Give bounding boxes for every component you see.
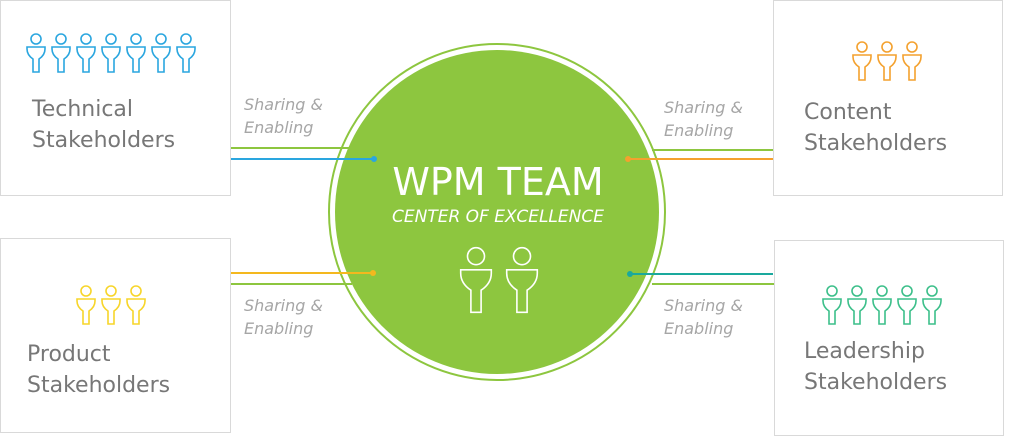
person-icon (902, 41, 922, 81)
person-icon (101, 33, 121, 73)
person-icon (822, 285, 842, 325)
person-icon (897, 285, 917, 325)
person-icon (51, 33, 71, 73)
share-label-technical: Sharing & Enabling (244, 93, 323, 139)
product-title-line2: Stakeholders (27, 373, 171, 398)
content-people-icons (852, 41, 922, 81)
share-line1: Sharing & (244, 95, 323, 114)
person-icon (151, 33, 171, 73)
share-line1: Sharing & (244, 296, 323, 315)
center-title: WPM TEAM (392, 160, 604, 204)
share-label-product: Sharing & Enabling (244, 294, 323, 340)
person-icon (872, 285, 892, 325)
leadership-people-icons (822, 285, 942, 325)
product-title-line1: Product (27, 342, 111, 367)
leadership-title-line1: Leadership (804, 339, 925, 364)
share-line1: Sharing & (664, 98, 743, 117)
share-line2: Enabling (664, 319, 734, 338)
person-icon (126, 285, 146, 325)
content-title-line2: Stakeholders (804, 131, 948, 156)
person-icon (76, 285, 96, 325)
person-icon (26, 33, 46, 73)
person-icon (877, 41, 897, 81)
center-team-icons (459, 246, 539, 314)
person-icon (922, 285, 942, 325)
share-label-content: Sharing & Enabling (664, 96, 743, 142)
share-line2: Enabling (664, 121, 734, 140)
content-title-line1: Content (804, 100, 892, 125)
center-circle-ring (328, 43, 666, 381)
technical-title-line2: Stakeholders (32, 128, 176, 153)
center-subtitle: CENTER OF EXCELLENCE (392, 207, 604, 227)
person-icon (505, 246, 539, 314)
person-icon (176, 33, 196, 73)
center-circle (335, 50, 659, 374)
person-icon (847, 285, 867, 325)
share-line2: Enabling (244, 118, 314, 137)
share-line2: Enabling (244, 319, 314, 338)
person-icon (459, 246, 493, 314)
technical-title-line1: Technical (32, 97, 134, 122)
person-icon (852, 41, 872, 81)
share-label-leadership: Sharing & Enabling (664, 294, 743, 340)
share-line1: Sharing & (664, 296, 743, 315)
technical-people-icons (26, 33, 196, 73)
person-icon (126, 33, 146, 73)
person-icon (101, 285, 121, 325)
leadership-title-line2: Stakeholders (804, 370, 948, 395)
product-people-icons (76, 285, 146, 325)
person-icon (76, 33, 96, 73)
